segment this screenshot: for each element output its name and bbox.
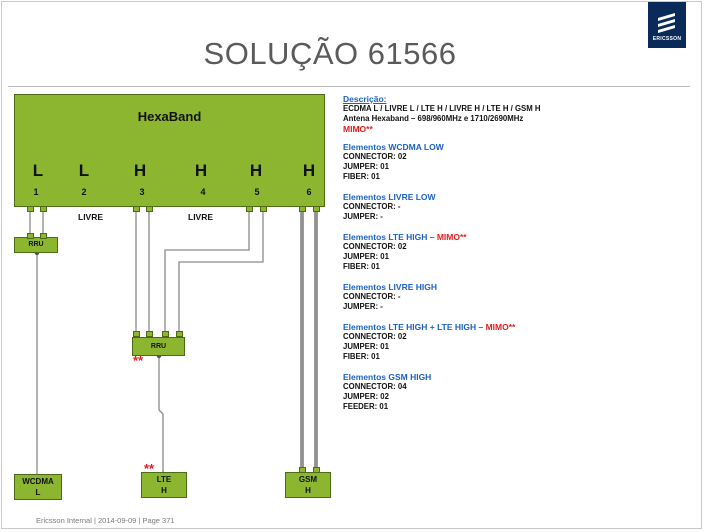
livre-label-high: LIVRE — [188, 212, 214, 222]
mimo-mark-lte: ** — [144, 461, 155, 476]
slide-footer: Ericsson Internal | 2014-09-09 | Page 37… — [36, 516, 175, 525]
section-line: CONNECTOR: - — [343, 202, 401, 211]
section-line: JUMPER: 01 — [343, 162, 389, 171]
section-line: CONNECTOR: 02 — [343, 242, 407, 251]
section-line: JUMPER: 01 — [343, 342, 389, 351]
section-line: JUMPER: 01 — [343, 252, 389, 261]
section-line: CONNECTOR: 02 — [343, 152, 407, 161]
section-heading: Elementos LIVRE LOW — [343, 192, 436, 202]
rru-label: RRU — [28, 241, 44, 248]
antenna-name: HexaBand — [137, 109, 202, 124]
endpoint-lte: LTE H — [141, 472, 187, 498]
antenna-connector — [27, 206, 34, 212]
rru-connector — [27, 233, 34, 239]
antenna-connector — [133, 206, 140, 212]
logo-text: ERICSSON — [652, 36, 682, 42]
description-line: ECDMA L / LIVRE L / LTE H / LIVRE H / LT… — [343, 104, 541, 113]
port-number-4: 4 — [200, 187, 206, 197]
endpoint-gsm: GSM H — [285, 472, 331, 498]
port-number-2: 2 — [81, 187, 87, 197]
description-section: Descrição: ECDMA L / LIVRE L / LTE H / L… — [343, 94, 693, 134]
rru-label: RRU — [150, 343, 167, 350]
endpoint-label: GSM — [298, 475, 318, 484]
port-number-3: 3 — [139, 187, 145, 197]
title-rule — [8, 86, 690, 87]
wire-rru2-lte — [158, 355, 164, 474]
endpoint-band: H — [305, 486, 311, 495]
section-line: FIBER: 01 — [343, 352, 380, 361]
antenna-connector — [313, 206, 320, 212]
endpoint-label: LTE — [156, 475, 172, 484]
section-line: JUMPER: 02 — [343, 392, 389, 401]
band-label-4: H — [194, 161, 208, 180]
rru-connector — [176, 331, 183, 337]
section-line: JUMPER: - — [343, 302, 383, 311]
description-panel: Descrição: ECDMA L / LIVRE L / LTE H / L… — [343, 94, 693, 422]
wire-port5-a — [164, 211, 250, 334]
section-heading: Elementos GSM HIGH — [343, 372, 432, 382]
mimo-mark-rru: ** — [133, 353, 144, 368]
endpoint-band: L — [35, 488, 41, 497]
endpoint-wcdma: WCDMA L — [14, 474, 62, 500]
band-label-3: H — [133, 161, 147, 180]
livre-label-low: LIVRE — [78, 212, 104, 222]
endpoint-label: WCDMA — [22, 477, 54, 486]
section-line: CONNECTOR: - — [343, 292, 401, 301]
ericsson-logo: ERICSSON — [648, 2, 686, 48]
section-line: JUMPER: - — [343, 212, 383, 221]
section-line: CONNECTOR: 02 — [343, 332, 407, 341]
description-mimo: MIMO** — [343, 124, 373, 134]
antenna-connector — [260, 206, 267, 212]
antenna-connector — [299, 206, 306, 212]
section-heading: Elementos LIVRE HIGH — [343, 282, 437, 292]
rru-connector — [40, 233, 47, 239]
slide-title: SOLUÇÃO 61566 — [203, 36, 457, 71]
hexaband-antenna: HexaBand L L H H H H 1 2 3 4 5 6 — [14, 94, 325, 207]
section-line: FIBER: 01 — [343, 172, 380, 181]
port-number-6: 6 — [306, 187, 312, 197]
antenna-connector — [246, 206, 253, 212]
rru-connector — [146, 331, 153, 337]
antenna-connector — [40, 206, 47, 212]
rru-wcdma: RRU — [14, 237, 58, 253]
section-line: CONNECTOR: 04 — [343, 382, 407, 391]
section-heading: Elementos LTE HIGH + LTE HIGH – MIMO** — [343, 322, 516, 332]
section-heading: Elementos LTE HIGH – MIMO** — [343, 232, 467, 242]
ericsson-logo-icon — [658, 13, 675, 33]
band-label-5: H — [249, 161, 263, 180]
section-line: FEEDER: 01 — [343, 402, 389, 411]
section-line: FIBER: 01 — [343, 262, 380, 271]
section-wcdma-low: Elementos WCDMA LOW CONNECTOR: 02 JUMPER… — [343, 142, 693, 182]
endpoint-band: H — [161, 486, 167, 495]
rru-connector — [162, 331, 169, 337]
description-heading: Descrição: — [343, 94, 387, 104]
rru-connector — [133, 331, 140, 337]
band-label-1: L — [32, 161, 44, 180]
rru-lte: RRU — [132, 337, 185, 356]
band-label-6: H — [302, 161, 316, 180]
section-lte-high: Elementos LTE HIGH – MIMO** CONNECTOR: 0… — [343, 232, 693, 272]
port-number-1: 1 — [33, 187, 39, 197]
section-heading: Elementos WCDMA LOW — [343, 142, 444, 152]
section-livre-low: Elementos LIVRE LOW CONNECTOR: - JUMPER:… — [343, 192, 693, 222]
wire-port5-b — [178, 211, 264, 334]
section-livre-high: Elementos LIVRE HIGH CONNECTOR: - JUMPER… — [343, 282, 693, 312]
antenna-connector — [146, 206, 153, 212]
description-line: Antena Hexaband – 698/960MHz e 1710/2690… — [343, 114, 524, 123]
section-gsm-high: Elementos GSM HIGH CONNECTOR: 04 JUMPER:… — [343, 372, 693, 412]
port-number-5: 5 — [254, 187, 260, 197]
section-lte-high-plus: Elementos LTE HIGH + LTE HIGH – MIMO** C… — [343, 322, 693, 362]
band-label-2: L — [78, 161, 90, 180]
